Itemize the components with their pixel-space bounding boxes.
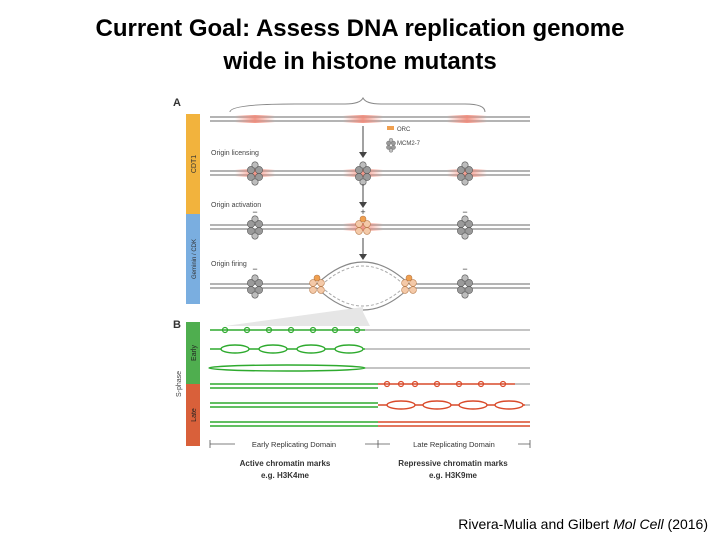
step-activation-label: Origin activation — [211, 202, 261, 209]
replication-diagram: A CDT1 Geminin / CDK ORC MCM2-7 Origin l… — [173, 96, 531, 480]
mcm-firing-3 — [457, 274, 473, 299]
late-domain-label: Late Replicating Domain — [413, 440, 495, 449]
panel-a-letter: A — [173, 97, 181, 109]
citation-year: (2016) — [667, 516, 708, 532]
title-line-1: Current Goal: Assess DNA replication gen… — [95, 15, 625, 42]
cdt1-label: CDT1 — [191, 155, 198, 173]
s-phase-label: S-phase — [176, 371, 183, 397]
early-line-1 — [210, 326, 530, 334]
geminin-bar — [186, 214, 200, 304]
early-label: Early — [191, 345, 198, 361]
mcm-activation-1 — [247, 215, 263, 240]
mcm-legend-icon — [386, 138, 396, 153]
cdt1-bar — [186, 114, 200, 214]
zoom-funnel — [225, 307, 370, 326]
activation-sign-3: − — [462, 207, 467, 217]
citation-authors: Rivera-Mulia and Gilbert — [458, 516, 610, 532]
step-firing-label: Origin firing — [211, 261, 247, 268]
mcm-legend-label: MCM2-7 — [397, 141, 421, 147]
dna-row-1 — [210, 115, 530, 123]
mcm-firing-1 — [247, 274, 263, 299]
late-bar — [186, 384, 200, 446]
late-line-2 — [210, 400, 530, 410]
repressive-marks-label: Repressive chromatin marks — [398, 459, 508, 468]
late-line-3 — [210, 421, 530, 427]
geminin-cdk-label: Geminin / CDK — [192, 239, 198, 279]
early-domain-label: Early Replicating Domain — [252, 440, 336, 449]
slide-title: Current Goal: Assess DNA replication gen… — [0, 12, 720, 78]
title-line-2: wide in histone mutants — [223, 48, 497, 75]
activation-sign-1: − — [252, 207, 257, 217]
repressive-marks-example: e.g. H3K9me — [429, 471, 478, 480]
active-marks-example: e.g. H3K4me — [261, 471, 310, 480]
orc-legend-swatch — [387, 126, 394, 130]
panel-b-letter: B — [173, 319, 181, 331]
activation-sign-2: + — [360, 207, 365, 217]
orc-legend-label: ORC — [397, 127, 411, 133]
top-bracket — [229, 96, 486, 113]
firing-sign-2: − — [462, 264, 467, 274]
early-line-3 — [208, 364, 530, 372]
late-label: Late — [191, 408, 198, 422]
mcm-activation-3 — [457, 215, 473, 240]
active-marks-label: Active chromatin marks — [240, 459, 331, 468]
firing-sign-1: − — [252, 264, 257, 274]
early-line-2 — [210, 344, 530, 354]
early-bar — [186, 322, 200, 384]
replication-figure: A CDT1 Geminin / CDK ORC MCM2-7 Origin l… — [165, 92, 540, 492]
citation: Rivera-Mulia and Gilbert Mol Cell (2016) — [458, 516, 708, 532]
step-licensing-label: Origin licensing — [211, 150, 259, 157]
citation-journal: Mol Cell — [613, 516, 664, 532]
late-line-1 — [210, 380, 530, 389]
